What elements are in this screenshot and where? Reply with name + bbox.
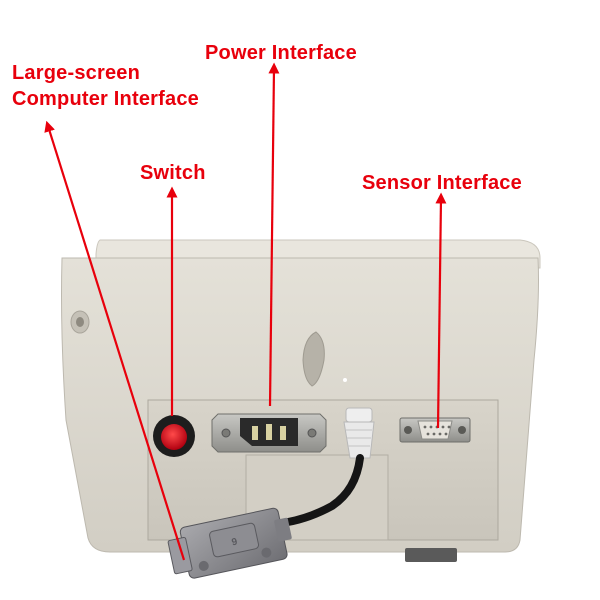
arrow-sensor (435, 192, 447, 429)
arrow-power (268, 62, 280, 407)
sensor-cable (284, 454, 364, 526)
device-foot (405, 548, 457, 562)
label-switch: Switch (140, 162, 206, 184)
label-large-screen-line1: Large-screen (12, 62, 141, 84)
power-socket (211, 413, 327, 453)
cable-gland (343, 407, 375, 459)
label-power-interface: Power Interface (205, 42, 357, 64)
label-sensor-interface: Sensor Interface (362, 172, 522, 194)
switch-button (153, 415, 195, 457)
sensor-connector (399, 417, 471, 443)
svg-text:9: 9 (231, 536, 239, 548)
label-large-screen-computer-interface: Large-screen Computer Interface (12, 60, 199, 112)
indicator-dot (343, 378, 347, 382)
arrow-large-screen (44, 120, 186, 561)
callout-arrows (44, 62, 447, 561)
hanging-slot (302, 331, 325, 387)
label-large-screen-line2: Computer Interface (12, 88, 199, 110)
side-knob (70, 310, 90, 334)
